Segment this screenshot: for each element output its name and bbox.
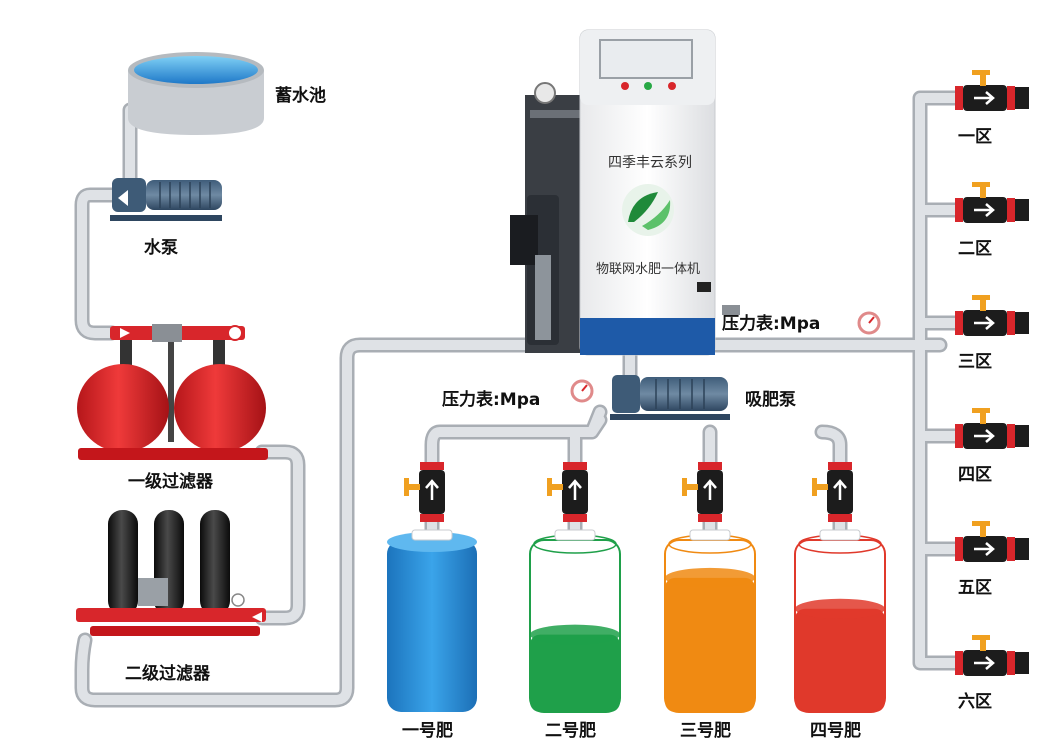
zone-label: 五区 [958,578,992,598]
tank-valve[interactable] [404,462,445,522]
tank-valve[interactable] [682,462,723,522]
fertilizer-tank [794,529,886,713]
water-pump-label: 水泵 [144,238,178,258]
reservoir-label: 蓄水池 [275,86,326,106]
arrow-up-icon [568,479,582,500]
arrow-right-icon [974,316,995,330]
arrow-up-icon [703,479,717,500]
zone-valve[interactable] [955,70,1029,111]
arrow-right-icon [974,429,995,443]
fertilizer-tank [664,529,756,713]
pressure-gauge-icon [857,311,881,335]
filter-1 [77,324,268,460]
flow-arrow-icon [118,190,128,206]
zone-label: 二区 [958,239,992,259]
arrow-up-icon [833,479,847,500]
tank-valve[interactable] [812,462,853,522]
arrow-right-icon [974,203,995,217]
tank-label: 四号肥 [810,721,861,741]
zone-label: 一区 [958,127,992,147]
arrow-right-icon [974,91,995,105]
tank-valve[interactable] [547,462,588,522]
arrow-right-icon [974,656,995,670]
tank-label: 一号肥 [402,721,453,741]
zone-label: 三区 [958,352,992,372]
fertilizer-tank [529,529,621,713]
filter1-label: 一级过滤器 [128,472,213,492]
filter2-label: 二级过滤器 [125,664,210,684]
tank-label: 二号肥 [545,721,596,741]
water-pump [110,178,222,221]
arrow-right-icon [974,542,995,556]
tank-label: 三号肥 [680,721,731,741]
control-cabinet [510,29,740,356]
tank-valves [404,462,853,522]
zone-valve[interactable] [955,182,1029,223]
zone-valve[interactable] [955,635,1029,676]
zone-label: 四区 [958,465,992,485]
fertilizer-tanks [387,529,886,713]
pressure-gauge-suction-icon [570,379,594,403]
cabinet-product-text: 物联网水肥一体机 [596,262,701,277]
zone-valve[interactable] [955,521,1029,562]
pressure-gauge-main-label: 压力表:Mpa [722,314,821,334]
suction-pump-label: 吸肥泵 [745,390,796,410]
filter-2 [76,510,266,636]
reservoir [128,52,264,135]
zone-valve[interactable] [955,295,1029,336]
cabinet-series-text: 四季丰云系列 [608,155,692,171]
suction-pump [610,375,730,420]
leaf-logo-icon [622,184,674,236]
zone-valve[interactable] [955,408,1029,449]
zone-label: 六区 [958,692,992,712]
fertilizer-tank [387,529,477,712]
arrow-up-icon [425,479,439,500]
zone-valves [955,70,1029,676]
pressure-gauge-suction-label: 压力表:Mpa [442,390,541,410]
